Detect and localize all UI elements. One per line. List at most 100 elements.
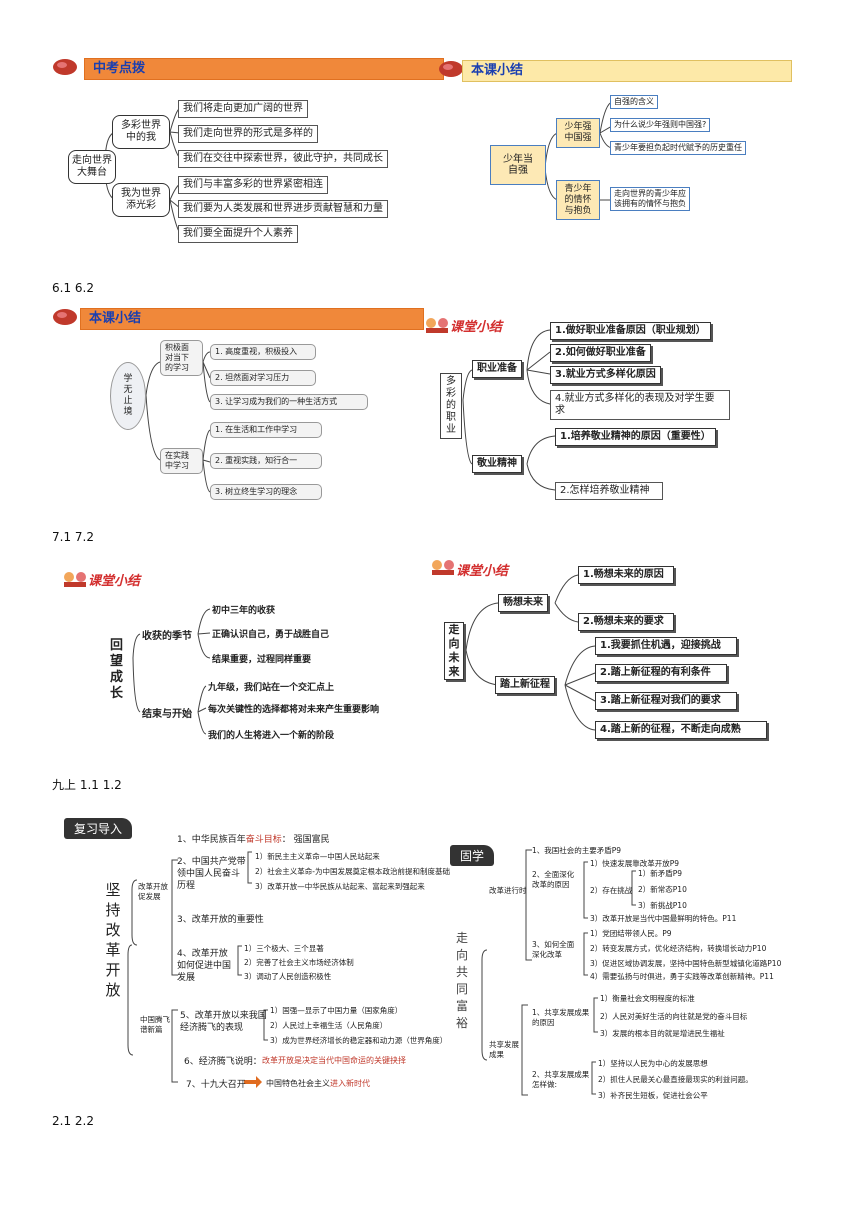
sub-item: 3）改革开放是当代中国最鲜明的特色。P11 bbox=[590, 914, 737, 923]
sub-item: 3）促进区域协调发展，坚持中国特色新型城镇化道路P10 bbox=[590, 959, 782, 968]
leaf-node: 每次关键性的选择都将对未来产生重要影响 bbox=[208, 705, 380, 715]
badge: 复习导入 bbox=[64, 818, 133, 839]
leaf-node: 结果重要，过程同样重要 bbox=[212, 655, 312, 665]
leaf-node: 2. 坦然面对学习压力 bbox=[210, 370, 316, 386]
leaf-node: 4.就业方式多样化的表现及对学生要 求 bbox=[550, 390, 730, 420]
branch-node: 畅想未来 bbox=[498, 594, 548, 612]
group-label: 中国腾飞 谱新篇 bbox=[140, 1015, 170, 1034]
root-node: 少年当 自强 bbox=[490, 145, 546, 185]
logo-text: 课堂小结 bbox=[450, 320, 503, 335]
leaf-node: 1. 在生活和工作中学习 bbox=[210, 422, 322, 438]
leaf-node: 2.畅想未来的要求 bbox=[578, 613, 674, 631]
vertical-title: 走 向 共 同 富 裕 bbox=[455, 931, 468, 1030]
sub-item: 1）坚持以人民为中心的发展思想 bbox=[598, 1059, 708, 1068]
item: 1、中华民族百年奋斗目标： 强国富民 bbox=[177, 835, 330, 845]
leaf-node: 2. 重视实践，知行合一 bbox=[210, 453, 322, 469]
sub-item: 3）调动了人民创造积极性 bbox=[244, 972, 332, 981]
branch-node: 职业准备 bbox=[472, 360, 522, 378]
sub-item: 1）快速发展靠改革开放P9 bbox=[590, 859, 680, 868]
branch-node: 踏上新征程 bbox=[495, 676, 555, 694]
sub-item: 1）党团结带领人民。P9 bbox=[590, 929, 672, 938]
branch-node: 我为世界 添光彩 bbox=[112, 183, 170, 217]
root-node: 学 无 止 境 bbox=[110, 362, 146, 430]
caption: 九上 1.1 1.2 bbox=[52, 778, 122, 792]
sub-item: 3）发展的根本目的就是增进民生福祉 bbox=[600, 1029, 725, 1038]
sub-item: 1）新民主主义革命—中国人民站起来 bbox=[255, 852, 380, 861]
brain-logo-icon bbox=[53, 309, 77, 325]
leaf-node: 3.踏上新征程对我们的要求 bbox=[595, 692, 737, 710]
leaf-node: 3. 树立终生学习的理念 bbox=[210, 484, 322, 500]
branch-node: 敬业精神 bbox=[472, 455, 522, 473]
sub-item: 2）新常态P10 bbox=[638, 885, 687, 894]
caption: 2.1 2.2 bbox=[52, 1114, 94, 1128]
branch-node: 少年强 中国强 bbox=[556, 118, 600, 148]
banner-title: 本课小结 bbox=[462, 60, 792, 82]
leaf-node: 我们要全面提升个人素养 bbox=[178, 225, 298, 243]
item: 2、中国共产党带 领中国人民奋斗 历程 bbox=[177, 857, 246, 891]
leaf-node: 为什么说少年强则中国强? bbox=[610, 118, 711, 132]
leaf-node: 1.畅想未来的原因 bbox=[578, 566, 674, 584]
sub-item: 4）需要弘扬与时俱进，勇于实践等改革创新精神。P11 bbox=[590, 972, 774, 981]
root-node: 走向世界 大舞台 bbox=[68, 150, 116, 184]
sub-item: 3）成为世界经济增长的稳定器和动力源（世界角度） bbox=[270, 1036, 448, 1045]
sub-item: 1）国强—显示了中国力量（国家角度） bbox=[270, 1006, 403, 1015]
item: 3、如何全面 深化改革 bbox=[532, 940, 575, 959]
sub-item: 1）衡量社会文明程度的标准 bbox=[600, 994, 695, 1003]
logo-text: 课堂小结 bbox=[456, 564, 509, 579]
leaf-node: 4.踏上新的征程，不断走向成熟 bbox=[595, 721, 767, 739]
root-node: 走 向 未 来 bbox=[444, 622, 464, 680]
sub-item: 3）新挑战P10 bbox=[638, 901, 687, 910]
item: 7、十九大召开 bbox=[186, 1080, 246, 1090]
banner-title: 本课小结 bbox=[80, 308, 424, 330]
leaf-node: 我们走向世界的形式是多样的 bbox=[178, 125, 318, 143]
sub-item: 2）社会主义革命-为中国发展奠定根本政治前提和制度基础 bbox=[255, 867, 450, 876]
leaf-node: 青少年要担负起时代赋予的历史重任 bbox=[610, 141, 746, 155]
leaf-node: 我们将走向更加广阔的世界 bbox=[178, 100, 308, 118]
leaf-node: 1.做好职业准备原因（职业规划） bbox=[550, 322, 711, 340]
leaf-node: 1. 高度重视，积极投入 bbox=[210, 344, 316, 360]
badge: 固学 bbox=[450, 845, 495, 866]
leaf-node: 正确认识自己，勇于战胜自己 bbox=[212, 630, 330, 640]
sub-item: 3）改革开放—中华民族从站起来、富起来到强起来 bbox=[255, 882, 425, 891]
branch-node: 结束与开始 bbox=[142, 709, 192, 720]
leaf-node: 走向世界的青少年应 该拥有的情怀与抱负 bbox=[610, 187, 690, 211]
item: 4、改革开放 如何促进中国 发展 bbox=[177, 949, 232, 983]
leaf-node: 1.培养敬业精神的原因（重要性） bbox=[555, 428, 716, 446]
leaf-node: 2.如何做好职业准备 bbox=[550, 344, 651, 362]
sub-item: 中国特色社会主义进入新时代 bbox=[266, 1079, 370, 1088]
leaf-node: 2.踏上新征程的有利条件 bbox=[595, 664, 727, 682]
kids-logo-icon bbox=[432, 560, 454, 575]
brain-logo-icon bbox=[439, 61, 463, 77]
sub-item: 2）抓住人民最关心最直接最现实的利益问题。 bbox=[598, 1075, 753, 1084]
leaf-node: 自强的含义 bbox=[610, 95, 658, 109]
sub-item: 2）存在挑战 bbox=[590, 886, 633, 895]
branch-node: 青少年 的情怀 与抱负 bbox=[556, 180, 600, 220]
banner-title: 中考点拨 bbox=[84, 58, 444, 80]
leaf-node: 我们在交往中探索世界，彼此守护，共同成长 bbox=[178, 150, 388, 168]
leaf-node: 我们要为人类发展和世界进步贡献智慧和力量 bbox=[178, 200, 388, 218]
root-node: 回 望 成 长 bbox=[110, 638, 124, 701]
group-label: 改革进行时 bbox=[489, 886, 527, 895]
branch-node: 在实践 中学习 bbox=[160, 448, 203, 474]
leaf-node: 九年级，我们站在一个交汇点上 bbox=[208, 683, 335, 693]
branch-node: 收获的季节 bbox=[142, 631, 192, 642]
caption: 7.1 7.2 bbox=[52, 530, 94, 544]
sub-item: 2）完善了社会主义市场经济体制 bbox=[244, 958, 354, 967]
leaf-node: 我们的人生将进入一个新的阶段 bbox=[208, 731, 335, 741]
brain-logo-icon bbox=[53, 59, 77, 75]
item: 2、全面深化 改革的原因 bbox=[532, 870, 575, 889]
vertical-title: 坚 持 改 革 开 放 bbox=[105, 881, 121, 999]
sub-item: 1）新矛盾P9 bbox=[638, 869, 683, 878]
leaf-node: 3.就业方式多样化原因 bbox=[550, 366, 661, 384]
leaf-node: 我们与丰富多彩的世界紧密相连 bbox=[178, 176, 328, 194]
item: 6、经济腾飞说明： bbox=[184, 1057, 262, 1067]
leaf-node: 1.我要抓住机遇，迎接挑战 bbox=[595, 637, 737, 655]
logo-text: 课堂小结 bbox=[88, 574, 141, 589]
item: 3、改革开放的重要性 bbox=[177, 915, 264, 925]
sub-item: 2）人民对美好生活的向往就是党的奋斗目标 bbox=[600, 1012, 748, 1021]
item: 1、共享发展成果 的原因 bbox=[532, 1008, 590, 1027]
branch-node: 多彩世界 中的我 bbox=[112, 115, 170, 149]
root-node: 多 彩 的 职 业 bbox=[440, 373, 462, 439]
sub-item: 2）转变发展方式，优化经济结构，转换增长动力P10 bbox=[590, 944, 767, 953]
